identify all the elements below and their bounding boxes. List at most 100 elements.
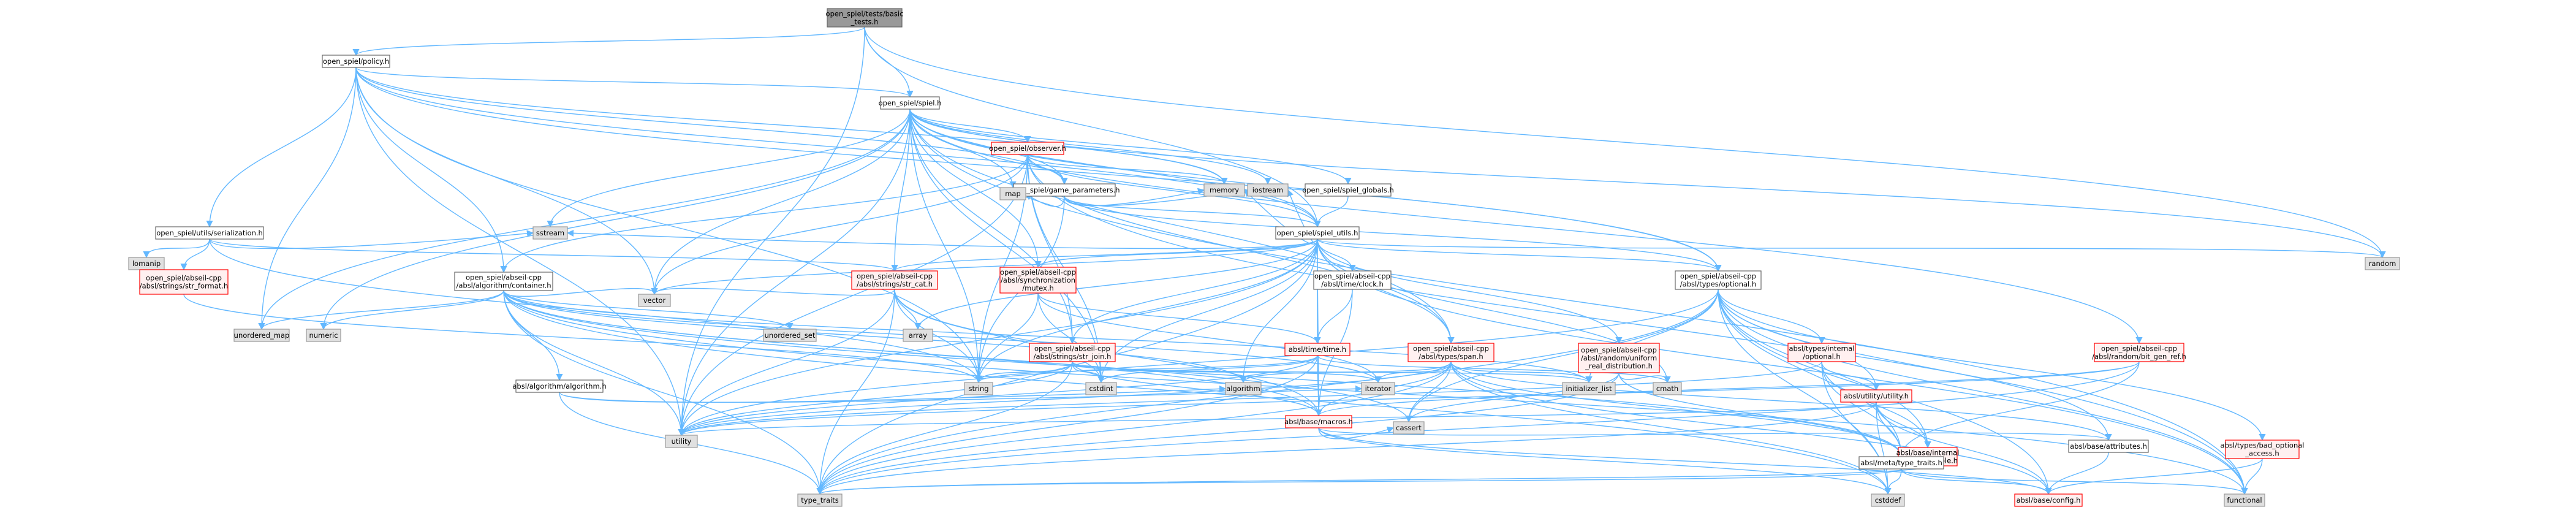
- edge-algorithm_h-to-algorithm: [559, 385, 1227, 403]
- node-time[interactable]: absl/time/time.h: [1284, 343, 1351, 356]
- node-box: [1393, 421, 1425, 435]
- edge-container-to-vector: [503, 287, 658, 297]
- node-box: [638, 294, 671, 307]
- node-utility-h[interactable]: absl/utility/utility.h: [1840, 389, 1912, 403]
- edge-observer-to-str_join: [1027, 154, 1076, 344]
- edge-utility_h-to-utility: [678, 402, 1877, 436]
- node-box: [1871, 493, 1905, 507]
- node-label: lomanip: [132, 259, 161, 268]
- edge-container-to-type_traits_h: [503, 290, 1905, 458]
- node-bit-gen-ref[interactable]: open_spiel/abseil-cpp/absl/random/bit_ge…: [2092, 343, 2186, 362]
- edge-mutex-to-string: [975, 292, 1039, 384]
- edge-root-to-random: [864, 26, 2386, 259]
- edge-container-to-iterator: [503, 290, 1382, 384]
- node-label: open_spiel/abseil-cpp: [1000, 268, 1076, 276]
- node-unordered-map: unordered_map: [233, 329, 290, 342]
- edge-str_cat-to-type_traits: [816, 289, 895, 495]
- node-label: absl/base/attributes.h: [2070, 442, 2147, 451]
- node-optional[interactable]: open_spiel/abseil-cpp/absl/types/optiona…: [1675, 270, 1762, 290]
- node-clock[interactable]: open_spiel/abseil-cpp/absl/time/clock.h: [1313, 270, 1392, 290]
- node-uniform-real[interactable]: open_spiel/abseil-cpp/absl/random/unifor…: [1578, 343, 1660, 373]
- edge-macros-to-attributes: [1318, 427, 2112, 441]
- node-cstddef: cstddef: [1871, 493, 1905, 507]
- node-str-join[interactable]: open_spiel/abseil-cpp/absl/strings/str_j…: [1029, 343, 1116, 362]
- node-label: open_spiel/abseil-cpp: [1680, 272, 1756, 281]
- edge-optional-to-type_traits_h: [1718, 289, 1905, 458]
- node-policy[interactable]: open_spiel/policy.h: [322, 55, 390, 68]
- node-internal-optional[interactable]: absl/types/internal/optional.h: [1787, 343, 1856, 362]
- node-random: random: [2365, 257, 2400, 270]
- node-str-cat[interactable]: open_spiel/abseil-cpp/absl/strings/str_c…: [851, 270, 938, 290]
- node-box: [665, 435, 698, 448]
- edge-span-to-type_traits_h: [1450, 361, 1905, 458]
- node-box: [1787, 343, 1856, 362]
- node-label: absl/base/config.h: [2017, 496, 2081, 504]
- node-type-traits-h[interactable]: absl/meta/type_traits.h: [1858, 456, 1944, 470]
- node-vector: vector: [638, 294, 671, 307]
- edge-serialization-to-sstream: [209, 230, 534, 249]
- edge-spiel-to-utility: [678, 108, 911, 436]
- edge-macros-to-config: [1318, 427, 2052, 495]
- node-box: [1284, 343, 1351, 356]
- edge-str_join-to-utility: [678, 361, 1073, 436]
- node-box: [1562, 382, 1616, 395]
- edge-policy-to-serialization: [206, 67, 357, 228]
- node-algorithm-h[interactable]: absl/algorithm/algorithm.h: [512, 379, 607, 393]
- edge-optional-to-cassert: [1405, 289, 1719, 423]
- edge-bit_gen_ref-to-utility: [678, 361, 2140, 436]
- edge-type_traits_h-to-cstddef: [1884, 468, 1902, 495]
- edge-spiel_utils-to-random: [1317, 238, 2386, 259]
- node-label: /absl/types/span.h: [1419, 352, 1483, 361]
- edge-type_traits_h-to-type_traits: [817, 468, 1902, 495]
- edge-policy-to-spiel: [355, 67, 914, 98]
- node-label: absl/utility/utility.h: [1844, 392, 1909, 400]
- node-macros[interactable]: absl/base/macros.h: [1284, 415, 1353, 428]
- edge-spiel-to-spiel_globals: [909, 108, 1352, 185]
- edge-spiel_utils-to-string: [975, 238, 1318, 384]
- node-config[interactable]: absl/base/config.h: [2014, 493, 2083, 507]
- edge-mutex-to-time: [1037, 292, 1321, 344]
- edge-spiel_utils-to-span: [1317, 238, 1455, 344]
- node-container[interactable]: open_spiel/abseil-cpp/absl/algorithm/con…: [454, 272, 553, 291]
- edge-container-to-unordered_map: [258, 290, 504, 330]
- node-label: open_spiel/observer.h: [989, 144, 1066, 153]
- node-bad-optional[interactable]: absl/types/bad_optional_access.h: [2221, 440, 2305, 459]
- node-box: [797, 493, 843, 507]
- edge-optional-to-internal_optional: [1718, 289, 1825, 344]
- node-serialization[interactable]: open_spiel/utils/serialization.h: [155, 226, 264, 240]
- edge-internal_optional-to-utility_h: [1821, 361, 1880, 391]
- node-game-parameters[interactable]: open_spiel/game_parameters.h: [1009, 183, 1120, 197]
- edge-span-to-config: [1450, 361, 2052, 495]
- node-box: [532, 226, 568, 240]
- edge-spiel-to-vector: [651, 108, 911, 295]
- node-mutex[interactable]: open_spiel/abseil-cpp/absl/synchronizati…: [999, 267, 1077, 294]
- node-iostream: iostream: [1247, 183, 1289, 197]
- edge-spiel-to-str_join: [909, 108, 1076, 344]
- node-str-format[interactable]: open_spiel/abseil-cpp/absl/strings/str_f…: [139, 269, 229, 295]
- edge-optional-to-utility: [678, 289, 1719, 436]
- edge-observer-to-container: [500, 154, 1028, 273]
- node-lomanip: lomanip: [128, 257, 165, 270]
- node-spiel[interactable]: open_spiel/spiel.h: [879, 96, 942, 110]
- edge-spiel_utils-to-mutex: [1034, 238, 1318, 268]
- node-box: [763, 329, 817, 342]
- node-label: /mutex.h: [1022, 284, 1054, 292]
- node-attributes[interactable]: absl/base/attributes.h: [2068, 440, 2149, 453]
- node-root[interactable]: open_spiel/tests/basic_tests.h: [826, 8, 904, 28]
- edge-spiel-to-string: [909, 108, 982, 384]
- node-span[interactable]: open_spiel/abseil-cpp/absl/types/span.h: [1407, 343, 1494, 362]
- node-box: [1840, 389, 1912, 403]
- node-spiel-utils[interactable]: open_spiel/spiel_utils.h: [1275, 226, 1360, 240]
- node-box: [1361, 382, 1395, 395]
- edge-serialization-to-lomanip: [143, 238, 210, 259]
- node-numeric: numeric: [306, 329, 341, 342]
- node-cassert: cassert: [1393, 421, 1425, 435]
- node-label: open_spiel/abseil-cpp: [857, 272, 933, 281]
- edge-span-to-utility: [678, 361, 1452, 436]
- node-spiel-globals[interactable]: open_spiel/spiel_globals.h: [1302, 183, 1394, 197]
- node-observer[interactable]: open_spiel/observer.h: [989, 142, 1066, 155]
- node-box: [2225, 440, 2300, 459]
- node-box: [1029, 343, 1116, 362]
- edge-macros-to-cstddef: [1318, 427, 1892, 495]
